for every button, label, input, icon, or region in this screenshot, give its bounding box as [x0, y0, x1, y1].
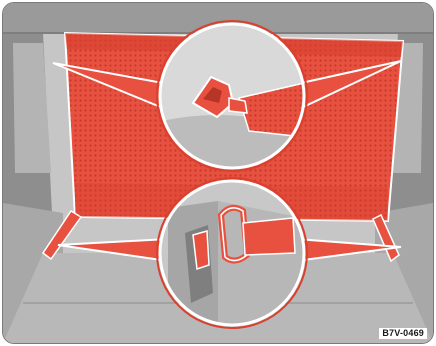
cargo-net-illustration — [3, 3, 433, 343]
illustration-frame: B7V-0469 — [2, 2, 434, 344]
figure-code: B7V-0469 — [379, 328, 427, 339]
